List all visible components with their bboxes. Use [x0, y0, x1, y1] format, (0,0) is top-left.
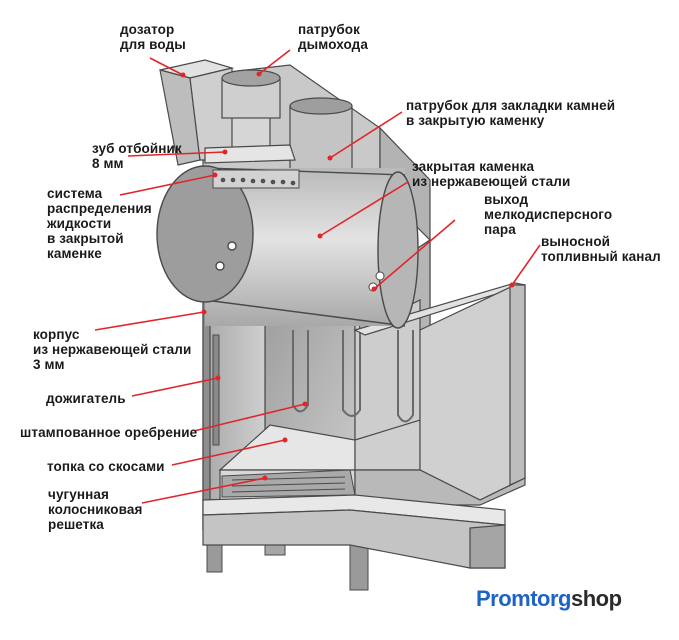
promtorgshop-logo: Promtorgshop — [476, 586, 622, 611]
label-afterburner: дожигатель — [46, 391, 126, 406]
afterburner — [212, 334, 220, 446]
label-stamped-ribbing: штампованное оребрение — [20, 425, 198, 440]
label-water-dispenser: дозатор для воды — [120, 22, 186, 52]
deflector-tooth — [204, 144, 296, 164]
leader-dots — [180, 71, 515, 481]
label-chimney-pipe: патрубок дымохода — [298, 22, 368, 52]
closed-heater — [156, 165, 419, 329]
label-stone-loading-pipe: патрубок для закладки камней в закрытую … — [406, 98, 616, 128]
cast-iron-grate — [221, 469, 356, 498]
leader-lines — [94, 49, 541, 504]
label-liquid-distribution: система распределения жидкости в закрыто… — [47, 186, 152, 261]
label-body: корпус из нержавеющей стали 3 мм — [33, 327, 192, 372]
label-steam-outlet: выход мелкодисперсного пара — [484, 192, 613, 237]
label-cast-iron-grate: чугунная колосниковая решетка — [48, 487, 143, 532]
label-closed-heater: закрытая каменка из нержавеющей стали — [412, 159, 571, 189]
label-firebox: топка со скосами — [47, 459, 165, 474]
bottom-channel — [202, 494, 506, 569]
label-deflector-tooth: зуб отбойник 8 мм — [92, 141, 182, 171]
liquid-distribution-system — [212, 169, 300, 189]
chimney-pipe — [221, 69, 281, 119]
stamped-ribbing — [292, 330, 414, 423]
label-fuel-channel: выносной топливный канал — [541, 234, 661, 264]
